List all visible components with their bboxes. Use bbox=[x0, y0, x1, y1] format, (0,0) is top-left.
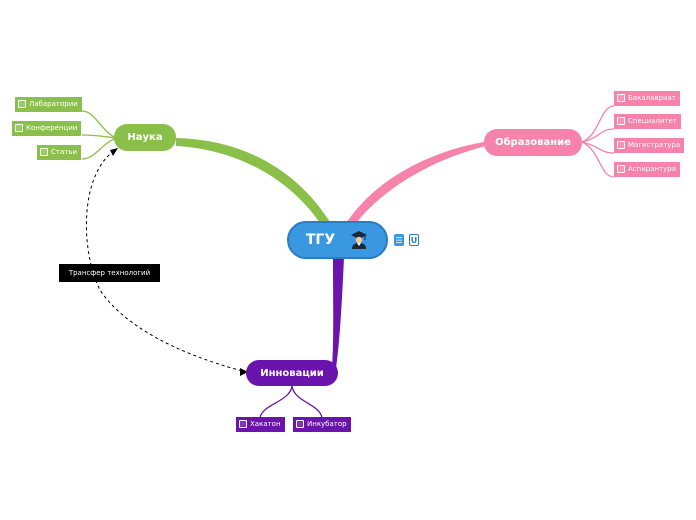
leaf-label: Конференции bbox=[26, 123, 78, 132]
list-icon[interactable]: ☰ bbox=[394, 234, 404, 246]
branch-obrazovanie-connector bbox=[347, 141, 490, 226]
nauka-leaf-connector-3 bbox=[81, 137, 117, 160]
leaf-magistratura[interactable]: Магистратура bbox=[614, 138, 685, 153]
obrazovanie-leaf-connector-1 bbox=[581, 105, 615, 143]
leaf-label: Статьи bbox=[51, 147, 78, 156]
relation-label-text: Трансфер технологий bbox=[68, 269, 151, 277]
relation-arrow-bottom bbox=[240, 368, 248, 376]
checkbox-icon[interactable] bbox=[15, 123, 23, 132]
checkbox-icon[interactable] bbox=[18, 99, 26, 108]
checkbox-icon[interactable] bbox=[617, 140, 625, 149]
leaf-label: Бакалавриат bbox=[628, 93, 676, 102]
topic-nauka[interactable]: Наука bbox=[114, 124, 176, 151]
topic-nauka-label: Наука bbox=[127, 132, 163, 143]
innovacii-leaf-connector-1 bbox=[259, 385, 293, 419]
obrazovanie-leaf-connector-4 bbox=[581, 141, 615, 178]
nauka-leaf-connector-1 bbox=[81, 110, 117, 139]
topic-obrazovanie[interactable]: Образование bbox=[484, 129, 582, 156]
leaf-aspirantura[interactable]: Аспирантура bbox=[614, 162, 681, 177]
leaf-label: Хакатон bbox=[250, 419, 281, 428]
graduate-icon bbox=[351, 231, 368, 249]
relation-label[interactable]: Трансфер технологий bbox=[59, 264, 160, 282]
leaf-label: Лабаратории bbox=[29, 99, 78, 108]
university-shield-icon[interactable]: U bbox=[409, 234, 419, 246]
checkbox-icon[interactable] bbox=[617, 116, 625, 125]
leaf-label: Магистратура bbox=[628, 140, 681, 149]
leaf-label: Аспирантура bbox=[628, 164, 677, 173]
branch-nauka-connector bbox=[176, 138, 330, 226]
checkbox-icon[interactable] bbox=[617, 164, 625, 173]
obrazovanie-leaf-connector-3 bbox=[581, 141, 615, 154]
checkbox-icon[interactable] bbox=[40, 147, 48, 156]
leaf-label: Инкубатор bbox=[307, 419, 347, 428]
leaf-bakalavriat[interactable]: Бакалавриат bbox=[614, 91, 680, 106]
leaf-inkubator[interactable]: Инкубатор bbox=[293, 417, 351, 432]
root-label: ТГУ bbox=[305, 232, 336, 248]
leaf-hakaton[interactable]: Хакатон bbox=[236, 417, 285, 432]
checkbox-icon[interactable] bbox=[296, 419, 304, 428]
topic-innovacii-label: Инновации bbox=[260, 367, 324, 379]
leaf-konferencii[interactable]: Конференции bbox=[12, 121, 82, 136]
topic-obrazovanie-label: Образование bbox=[495, 137, 571, 148]
checkbox-icon[interactable] bbox=[239, 419, 247, 428]
leaf-specialitet[interactable]: Специалитет bbox=[614, 114, 681, 129]
innovacii-leaf-connector-2 bbox=[291, 385, 323, 419]
leaf-laboratorii[interactable]: Лабаратории bbox=[15, 97, 82, 112]
nauka-leaf-connector-2 bbox=[81, 134, 117, 139]
branch-innovacii-connector bbox=[332, 258, 344, 368]
relation-arrow-top bbox=[110, 148, 118, 156]
leaf-stati[interactable]: Статьи bbox=[37, 145, 82, 160]
relation-dashed-line bbox=[85, 150, 247, 373]
topic-innovacii[interactable]: Инновации bbox=[246, 360, 338, 386]
obrazovanie-leaf-connector-2 bbox=[581, 128, 615, 143]
root-node[interactable]: ТГУ bbox=[287, 221, 388, 259]
leaf-label: Специалитет bbox=[628, 116, 677, 125]
checkbox-icon[interactable] bbox=[617, 93, 625, 102]
